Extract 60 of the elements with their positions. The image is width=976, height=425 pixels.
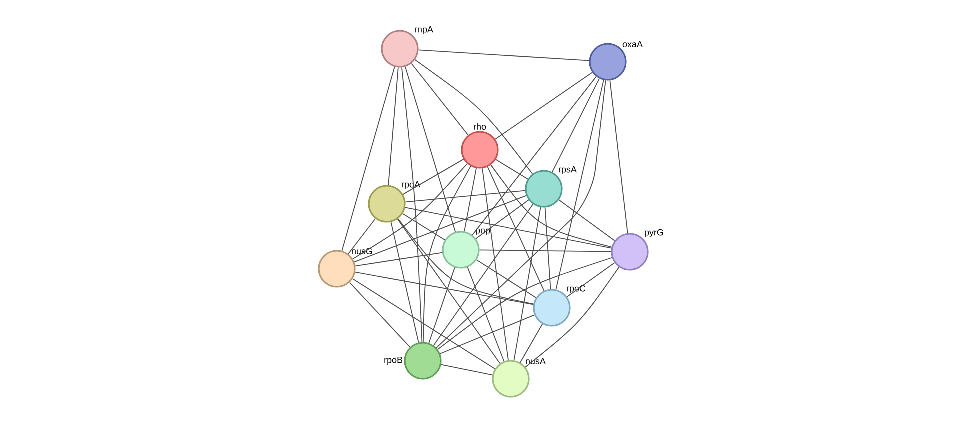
interaction-line: [514, 207, 542, 361]
interaction-line: [610, 80, 628, 234]
interaction-line: [476, 200, 530, 240]
interaction-line: [354, 195, 527, 263]
interaction-line: [472, 76, 597, 236]
node-label: rho: [474, 123, 486, 130]
interaction-line: [464, 168, 477, 232]
interaction-line: [402, 213, 446, 241]
interaction-line: [348, 218, 376, 255]
interaction-line: [440, 364, 494, 376]
interaction-line: [349, 282, 411, 348]
interaction-line: [440, 314, 536, 354]
interaction-line: [390, 222, 420, 344]
interaction-line: [402, 159, 464, 196]
interaction-line: [414, 60, 534, 174]
interaction-line: [479, 250, 612, 252]
interaction-line: [467, 267, 505, 362]
interaction-line: [398, 218, 534, 305]
interaction-line: [556, 80, 604, 290]
interaction-line: [342, 66, 396, 252]
node-label: rpoB: [384, 356, 403, 366]
interaction-line: [405, 66, 456, 232]
interaction-line: [525, 266, 620, 368]
node-label: pyrG: [645, 229, 664, 238]
node-label: rnpA: [415, 26, 434, 35]
interaction-line: [438, 257, 613, 350]
interaction-line: [405, 207, 612, 249]
interaction-line: [487, 166, 545, 292]
protein-node: rho: [461, 123, 499, 169]
node-label: oxaA: [622, 41, 643, 48]
interaction-line: [402, 67, 423, 343]
interaction-line: [520, 324, 544, 364]
interaction-line: [496, 159, 528, 180]
interaction-line: [544, 207, 552, 290]
protein-node: rpsA: [525, 166, 577, 208]
interaction-line: [476, 260, 537, 298]
interaction-line: [428, 267, 456, 344]
interaction-line: [397, 218, 501, 364]
node-label: rpsA: [559, 166, 577, 175]
protein-node: rnpA: [381, 26, 434, 68]
interaction-line: [552, 78, 600, 173]
interaction-line: [355, 272, 534, 306]
interaction-line: [436, 80, 606, 348]
interaction-line: [411, 63, 469, 136]
protein-node: oxaA: [589, 41, 643, 81]
interaction-line: [495, 72, 593, 140]
interaction-line: [352, 164, 468, 260]
interaction-line: [490, 164, 612, 248]
interaction-line: [418, 50, 590, 62]
interaction-line: [422, 166, 472, 343]
interaction-line: [566, 262, 616, 298]
interaction-line: [388, 67, 399, 186]
interaction-line: [405, 190, 526, 203]
interaction-line: [355, 252, 443, 267]
interaction-line: [482, 168, 509, 361]
protein-node: pyrG: [611, 229, 664, 271]
interaction-line: [558, 200, 616, 242]
interaction-line: [352, 278, 496, 370]
protein-node: rpoB: [384, 342, 442, 380]
interaction-line: [433, 204, 534, 346]
